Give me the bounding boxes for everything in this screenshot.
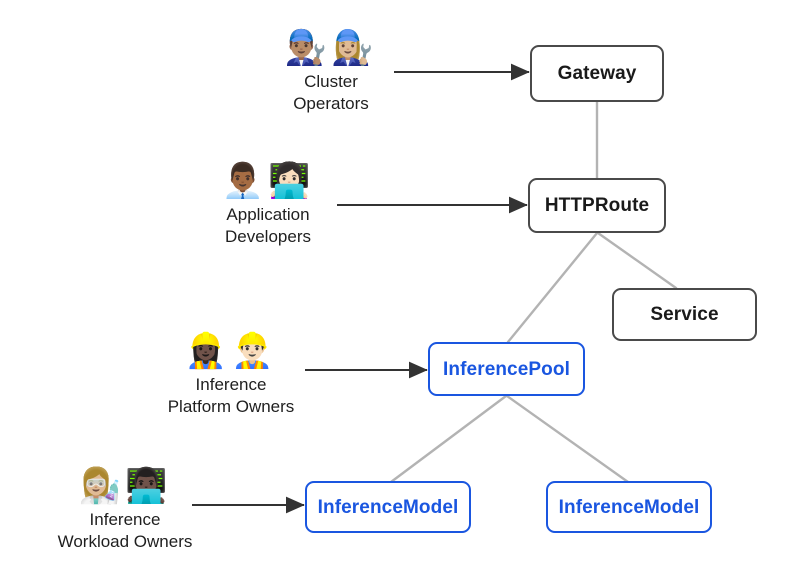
node-inferencemodel-1[interactable]: InferenceModel — [305, 481, 471, 533]
edge-httproute-inferencepool — [506, 231, 599, 344]
edge-inferencepool-inferencemodel-2 — [505, 394, 630, 484]
persona-cluster-operators: 👨🏽‍🔧👩🏼‍🔧 Cluster Operators — [255, 28, 407, 115]
edge-httproute-service — [596, 231, 678, 290]
persona-label-inference-platform-owners: Inference Platform Owners — [167, 375, 295, 416]
persona-label-application-developers: Application Developers — [225, 205, 311, 246]
persona-label-inference-workload-owners: Inference Workload Owners — [57, 510, 193, 551]
node-inferencemodel-2[interactable]: InferenceModel — [546, 481, 712, 533]
persona-inference-platform-owners: 👷🏿‍♀️👷🏻‍♂️ Inference Platform Owners — [151, 331, 311, 418]
persona-label-cluster-operators: Cluster Operators — [293, 72, 369, 113]
node-inferencepool[interactable]: InferencePool — [428, 342, 585, 396]
persona-emoji-group-inference-workload-owners: 👩🏼‍🔬👨🏿‍💻 — [78, 466, 172, 506]
persona-inference-workload-owners: 👩🏼‍🔬👨🏿‍💻 Inference Workload Owners — [45, 466, 205, 553]
node-service[interactable]: Service — [612, 288, 757, 341]
edge-inferencepool-inferencemodel-1 — [389, 394, 508, 484]
persona-emoji-group-cluster-operators: 👨🏽‍🔧👩🏼‍🔧 — [284, 28, 378, 68]
persona-application-developers: 👨🏾‍💼👩🏻‍💻 Application Developers — [192, 161, 344, 248]
node-httproute[interactable]: HTTPRoute — [528, 178, 666, 233]
persona-emoji-group-application-developers: 👨🏾‍💼👩🏻‍💻 — [221, 161, 315, 201]
node-gateway[interactable]: Gateway — [530, 45, 664, 102]
persona-emoji-group-inference-platform-owners: 👷🏿‍♀️👷🏻‍♂️ — [184, 331, 278, 371]
